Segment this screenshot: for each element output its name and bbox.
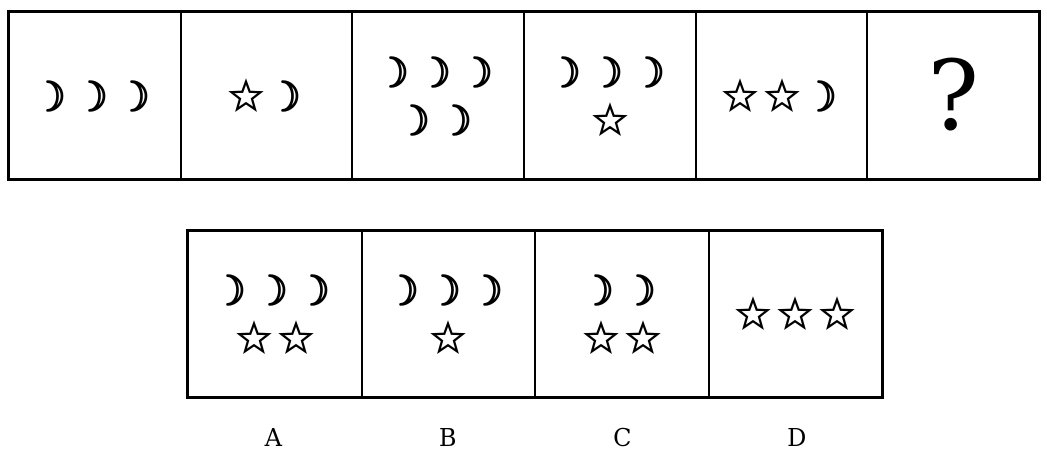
star-outline-icon <box>592 101 628 136</box>
crescent-moon-icon <box>594 274 612 306</box>
star-outline-icon <box>236 320 272 354</box>
answer-options <box>186 229 884 399</box>
symbol-row <box>35 78 155 114</box>
symbol-row <box>378 54 498 90</box>
option-label-a: A <box>264 424 282 452</box>
crescent-moon-icon <box>473 55 491 88</box>
symbol-row <box>236 320 314 356</box>
crescent-moon-icon <box>816 79 834 112</box>
symbol-row <box>721 77 842 114</box>
crescent-moon-icon <box>636 274 654 306</box>
question-panel-5 <box>697 13 869 178</box>
crescent-moon-icon <box>561 55 579 88</box>
star-outline-icon <box>227 77 264 112</box>
symbol-row <box>215 272 335 308</box>
question-panel-2 <box>182 13 354 178</box>
crescent-moon-icon <box>88 79 106 112</box>
crescent-moon-icon <box>645 55 663 88</box>
crescent-moon-icon <box>483 274 501 306</box>
star-outline-icon <box>583 320 619 354</box>
option-panel-d[interactable] <box>710 232 882 396</box>
symbol-row <box>388 272 508 308</box>
star-outline-icon <box>735 296 771 330</box>
star-outline-icon <box>278 320 314 354</box>
crescent-moon-icon <box>441 274 459 306</box>
crescent-moon-icon <box>280 79 298 112</box>
question-panel-3 <box>353 13 526 178</box>
question-panel-4 <box>525 13 697 178</box>
crescent-moon-icon <box>603 55 621 88</box>
symbol-row <box>550 54 670 90</box>
option-label-c: C <box>613 424 632 452</box>
crescent-moon-icon <box>399 274 417 306</box>
option-label-b: B <box>438 424 457 452</box>
crescent-moon-icon <box>226 274 244 306</box>
star-outline-icon <box>721 77 758 112</box>
crescent-moon-icon <box>130 79 148 112</box>
star-outline-icon <box>625 320 661 354</box>
option-label-d: D <box>787 424 807 452</box>
question-sequence: ? <box>7 10 1041 181</box>
crescent-moon-icon <box>46 79 64 112</box>
option-panel-c[interactable] <box>536 232 710 396</box>
crescent-moon-icon <box>389 55 407 88</box>
symbol-row <box>583 272 661 308</box>
symbol-row <box>227 77 306 114</box>
star-outline-icon <box>763 77 800 112</box>
crescent-moon-icon <box>410 103 428 136</box>
question-panel-1 <box>10 13 182 178</box>
option-panel-b[interactable] <box>363 232 536 396</box>
option-panel-a[interactable] <box>189 232 363 396</box>
question-mark: ? <box>927 39 979 152</box>
crescent-moon-icon <box>268 274 286 306</box>
symbol-row <box>592 101 628 138</box>
symbol-row <box>399 102 477 138</box>
question-panel-6: ? <box>868 13 1038 178</box>
star-outline-icon <box>819 296 855 330</box>
star-outline-icon <box>777 296 813 330</box>
symbol-row <box>735 296 855 332</box>
crescent-moon-icon <box>452 103 470 136</box>
star-outline-icon <box>430 320 466 354</box>
symbol-row <box>583 320 661 356</box>
crescent-moon-icon <box>431 55 449 88</box>
crescent-moon-icon <box>310 274 328 306</box>
symbol-row <box>430 320 466 356</box>
